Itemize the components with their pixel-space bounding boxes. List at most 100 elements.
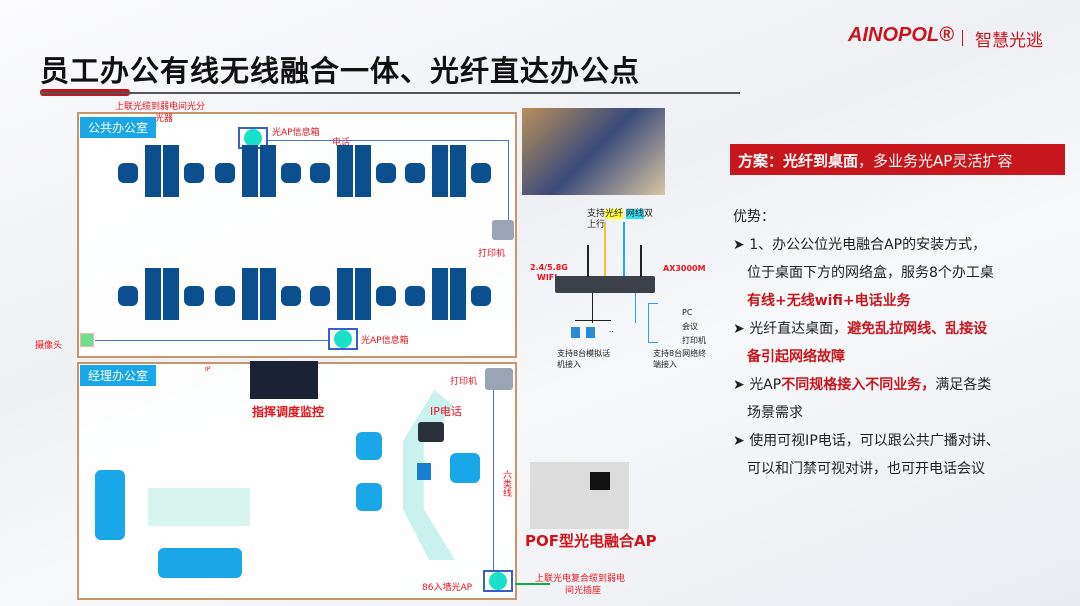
printer-icon [485,368,513,390]
printer-label: 打印机 [450,377,478,387]
pof-ap-photo [530,462,629,529]
phone-icon [586,327,595,338]
chair [356,483,382,511]
uplink-text-1: 支持 [587,209,606,219]
uplink-label-2: 间光插座 [565,586,602,596]
brand-slogan: 智慧光逃 [975,31,1043,51]
ap-box-label: 光AP信息箱 [272,128,320,138]
desk [163,268,179,320]
ip-phone-label: IP电话 [430,405,462,418]
lan-cable [648,303,658,343]
wifi-label: 2.4/5.8G [530,263,568,272]
chair [471,286,491,306]
desk [145,268,161,320]
printer-label: 打印机 [478,249,506,259]
chair [310,163,330,183]
logo-divider [962,30,963,46]
desk [450,145,466,197]
uplink-text-3: 上行 [587,220,606,230]
chair [310,286,330,306]
adv-1a: 1、办公公位光电融合AP的安装方式， [749,237,987,253]
adv-3a: 光AP [749,377,782,393]
adv-4a: 使用可视IP电话，可以跟公共广播对讲、 [749,433,1000,449]
chair [356,432,382,460]
phones-label-2: 机接入 [557,360,581,369]
pc-label: PC [682,308,693,317]
desk [242,145,258,197]
title-divider [40,92,740,94]
phone-cable [575,320,611,321]
sofa [95,470,125,540]
uplink-line [515,583,550,585]
wifi-label-2: WIFI [537,273,558,282]
adv-4b: 可以和门禁可视对讲，也可开电话会议 [747,461,985,477]
terminals-label-2: 端接入 [653,360,677,369]
solution-banner: 方案：光纤到桌面，多业务光AP灵活扩容 [730,144,1065,175]
terminals-label: 支持8台网络终端接入 [653,348,706,370]
public-office-label: 公共办公室 [80,117,157,138]
wall-ap-icon [483,570,513,592]
advantages-heading: 优势： [733,209,775,225]
small-label: IP [205,366,211,373]
phones-label: 支持8台模拟话机接入 [557,348,610,370]
lan-cable [635,293,636,323]
desk [450,268,466,320]
monitor-screen [250,361,318,399]
model-label: AX3000M [663,264,706,273]
chair [118,163,138,183]
cable-line [95,340,328,341]
installation-photo [522,108,665,195]
chair [376,286,396,306]
manager-office-label: 经理办公室 [80,365,157,386]
chair [405,163,425,183]
banner-rest: ，多业务光AP灵活扩容 [858,152,1013,170]
desk [260,145,276,197]
camera-label: 摄像头 [35,341,63,351]
adv-3d: 场景需求 [747,405,803,421]
adv-3b: 不同规格接入不同业务， [781,377,936,393]
phone-label: 电话 [332,138,351,148]
desk [355,145,371,197]
camera-icon [80,333,94,347]
uplink-label-2: 光器 [155,114,174,124]
printer-label: 打印机 [682,336,706,345]
printer-icon [492,220,514,240]
cable-line [268,140,508,141]
cable-label: 六类线 [501,470,511,497]
chair [471,163,491,183]
side-table [417,463,431,480]
desk [432,268,448,320]
antenna [640,245,642,277]
terminals-label-1: 支持8台网络终 [653,349,707,358]
meeting-table [148,488,250,526]
chair [281,163,301,183]
pof-ap-module [590,472,610,490]
uplink-text-2: 双 [643,209,653,219]
banner-bold: 方案：光纤到桌面 [738,152,859,170]
phone-cable [592,293,593,323]
chair [184,286,204,306]
net-text: 网线 [625,209,644,219]
wall-ap-label: 86入墙光AP [422,583,473,593]
uplink-text: 支持光纤 网线双 [587,206,653,219]
sofa [158,548,242,578]
ap-device [555,276,655,293]
uplink-label: 上联光电复合缆到弱电 [535,574,626,584]
desk [337,268,353,320]
adv-1b: 位于桌面下方的网络盒，服务8个办工桌 [747,265,994,281]
desk [355,268,371,320]
manager-office-room [77,362,517,600]
cable-line [508,140,509,220]
chair [405,286,425,306]
desk [242,268,258,320]
adv-2b: 避免乱拉网线、乱接设 [847,321,988,337]
phone-icon [571,327,580,338]
chair [450,453,480,483]
uplink-label: 上联光缆到弱电间光分 [115,102,206,112]
chair [215,286,235,306]
adv-3c: 满足各类 [935,377,992,393]
antenna [587,245,589,277]
adv-2a: 光纤直达桌面， [749,321,848,337]
desk [145,145,161,197]
